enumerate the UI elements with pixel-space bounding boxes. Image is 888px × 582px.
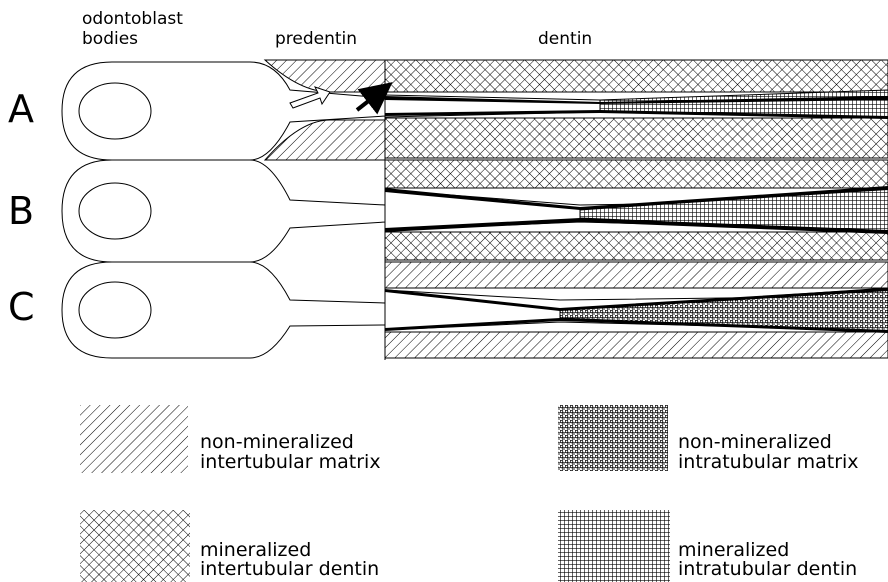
legend-nonmin-inter-line2: intertubular matrix	[200, 452, 381, 473]
row-c-diagram	[62, 262, 888, 358]
row-b-diagram	[62, 160, 888, 262]
legend-min-intra-line2: intratubular dentin	[678, 559, 857, 580]
swatch-min-intertubular	[80, 510, 190, 582]
legend-min-inter-line2: intertubular dentin	[200, 559, 379, 580]
row-a-diagram	[62, 60, 888, 160]
row-letter-b: B	[8, 192, 34, 230]
swatch-nonmin-intratubular	[558, 405, 668, 471]
odontoblast-label-line2: bodies	[82, 30, 138, 48]
swatch-nonmin-intertubular	[80, 405, 188, 473]
row-letter-c: C	[8, 288, 35, 326]
swatch-min-intratubular	[558, 510, 670, 582]
predentin-label: predentin	[275, 30, 357, 48]
odontoblast-label-line1: odontoblast	[82, 10, 183, 28]
dentin-label: dentin	[538, 30, 592, 48]
legend-nonmin-inter-line1: non-mineralized	[200, 432, 354, 453]
legend-nonmin-intra-line2: intratubular matrix	[678, 452, 859, 473]
row-letter-a: A	[8, 90, 34, 128]
legend-nonmin-intra-line1: non-mineralized	[678, 432, 832, 453]
